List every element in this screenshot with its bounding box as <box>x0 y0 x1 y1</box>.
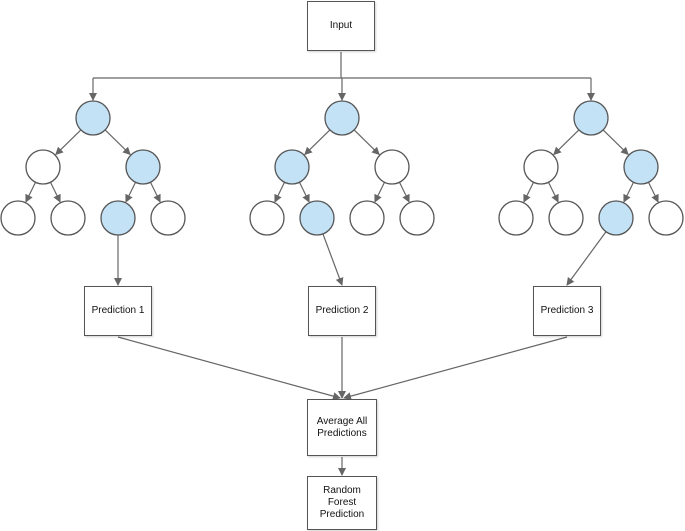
tree-2-edge-left-right <box>298 182 310 203</box>
tree-3-node-root <box>573 100 609 136</box>
edges <box>25 52 659 476</box>
tree-3-edge-left-left <box>523 182 535 203</box>
tree-2-node-left-right <box>299 200 335 236</box>
tree-1-node-right-right <box>150 200 186 236</box>
tree-1-node-root <box>75 100 111 136</box>
tree-1-node-left-right <box>50 200 86 236</box>
tree-3-node-right-left <box>598 200 634 236</box>
tree-3-edge-left <box>553 129 580 156</box>
tree-3-edge-right <box>602 129 629 156</box>
tree-2-node-left-left <box>249 200 285 236</box>
tree-3-node-left <box>523 149 559 185</box>
leaf-to-prediction-3-arrow <box>566 231 607 286</box>
tree-1-edge-left-left <box>25 182 37 203</box>
tree-1-edge-right-left <box>125 182 137 203</box>
prediction-1-box: Prediction 1 <box>84 286 152 336</box>
tree-2-edge-right <box>353 129 380 156</box>
prediction-1-to-average-arrow <box>117 336 341 401</box>
tree-1-node-left-left <box>0 200 36 236</box>
tree-3-node-left-left <box>498 200 534 236</box>
tree-1-node-right-left <box>100 200 136 236</box>
tree-1-edge-left <box>55 129 82 156</box>
average-all-predictions-box: Average All Predictions <box>307 399 377 456</box>
tree-1-edge-right-right <box>149 182 161 203</box>
tree-1-edge-left-right <box>49 182 61 203</box>
input-box: Input <box>307 1 375 51</box>
tree-2-node-right-right <box>399 200 435 236</box>
tree-3-node-right-right <box>648 200 684 236</box>
random-forest-prediction-box: Random Forest Prediction <box>307 476 377 530</box>
tree-3-edge-right-right <box>647 182 659 203</box>
tree-3-edge-right-left <box>623 182 635 203</box>
tree-1-node-left <box>25 149 61 185</box>
tree-2-edge-right-right <box>398 182 410 203</box>
tree-2-node-left <box>274 149 310 185</box>
tree-1-node-right <box>125 149 161 185</box>
prediction-3-to-average-arrow <box>343 336 568 401</box>
tree-2-node-root <box>324 100 360 136</box>
tree-2-edge-left-left <box>274 182 286 203</box>
leaf-to-prediction-2-arrow <box>322 233 344 286</box>
tree-3-node-left-right <box>548 200 584 236</box>
prediction-3-box: Prediction 3 <box>533 286 601 336</box>
prediction-2-box: Prediction 2 <box>308 286 376 336</box>
tree-3-edge-left-right <box>547 182 559 203</box>
tree-3-node-right <box>623 149 659 185</box>
tree-1-edge-right <box>104 129 131 156</box>
tree-2-edge-right-left <box>374 182 386 203</box>
tree-2-node-right-left <box>349 200 385 236</box>
tree-nodes <box>0 100 684 236</box>
tree-2-edge-left <box>304 129 331 156</box>
tree-2-node-right <box>374 149 410 185</box>
